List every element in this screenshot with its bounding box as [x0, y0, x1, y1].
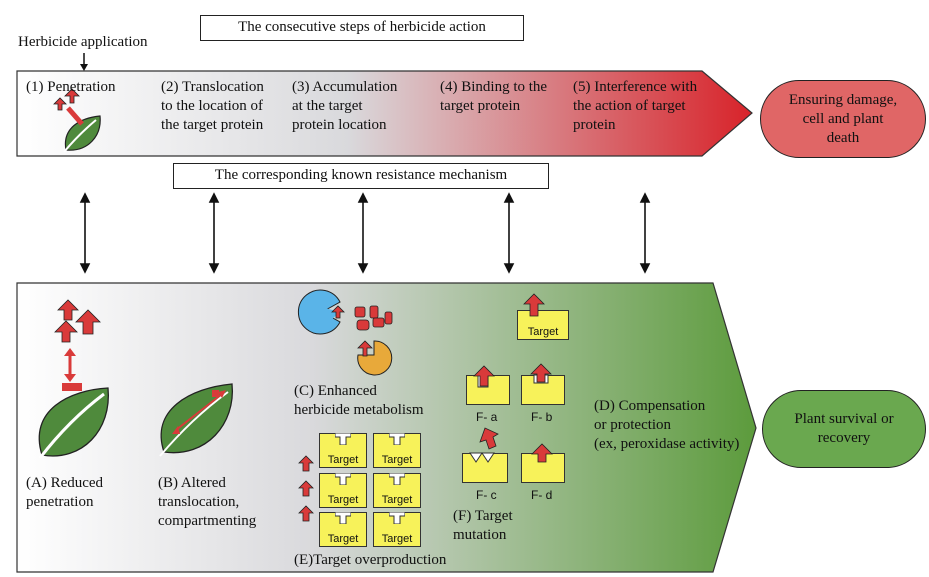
mutation-box-c [462, 453, 508, 483]
overproduction-arrows [298, 455, 314, 522]
target-box: Target [319, 512, 367, 547]
mechanism-banner [16, 282, 757, 573]
mutation-label-a: F- a [476, 410, 498, 424]
altered-translocation-icon [159, 383, 233, 457]
target-box: Target [319, 433, 367, 468]
step-1-label: (1) Penetration [26, 79, 116, 95]
double-arrows [79, 192, 651, 274]
penetration-icon [53, 88, 101, 153]
mechanism-e-label: (E)Target overproduction [294, 552, 447, 568]
steps-banner [16, 70, 753, 157]
mutation-label-c: F- c [476, 488, 497, 502]
mutation-box-a [466, 375, 510, 405]
target-box: Target [373, 433, 421, 468]
target-box: Target [373, 473, 421, 508]
mutation-label-d: F- d [531, 488, 553, 502]
bound-target-box: Target [517, 310, 569, 340]
metabolism-icon [297, 289, 393, 376]
mutation-label-b: F- b [531, 410, 553, 424]
mutation-box-b [521, 375, 565, 405]
mutation-box-d [521, 453, 565, 483]
reduced-penetration-icon [38, 299, 109, 459]
herbicide-application-label: Herbicide application [18, 34, 148, 50]
resistance-box: The corresponding known resistance mecha… [173, 163, 549, 189]
target-box: Target [319, 473, 367, 508]
target-box: Target [373, 512, 421, 547]
angled-herbicide-icon [479, 427, 499, 450]
title-box: The consecutive steps of herbicide actio… [200, 15, 524, 41]
